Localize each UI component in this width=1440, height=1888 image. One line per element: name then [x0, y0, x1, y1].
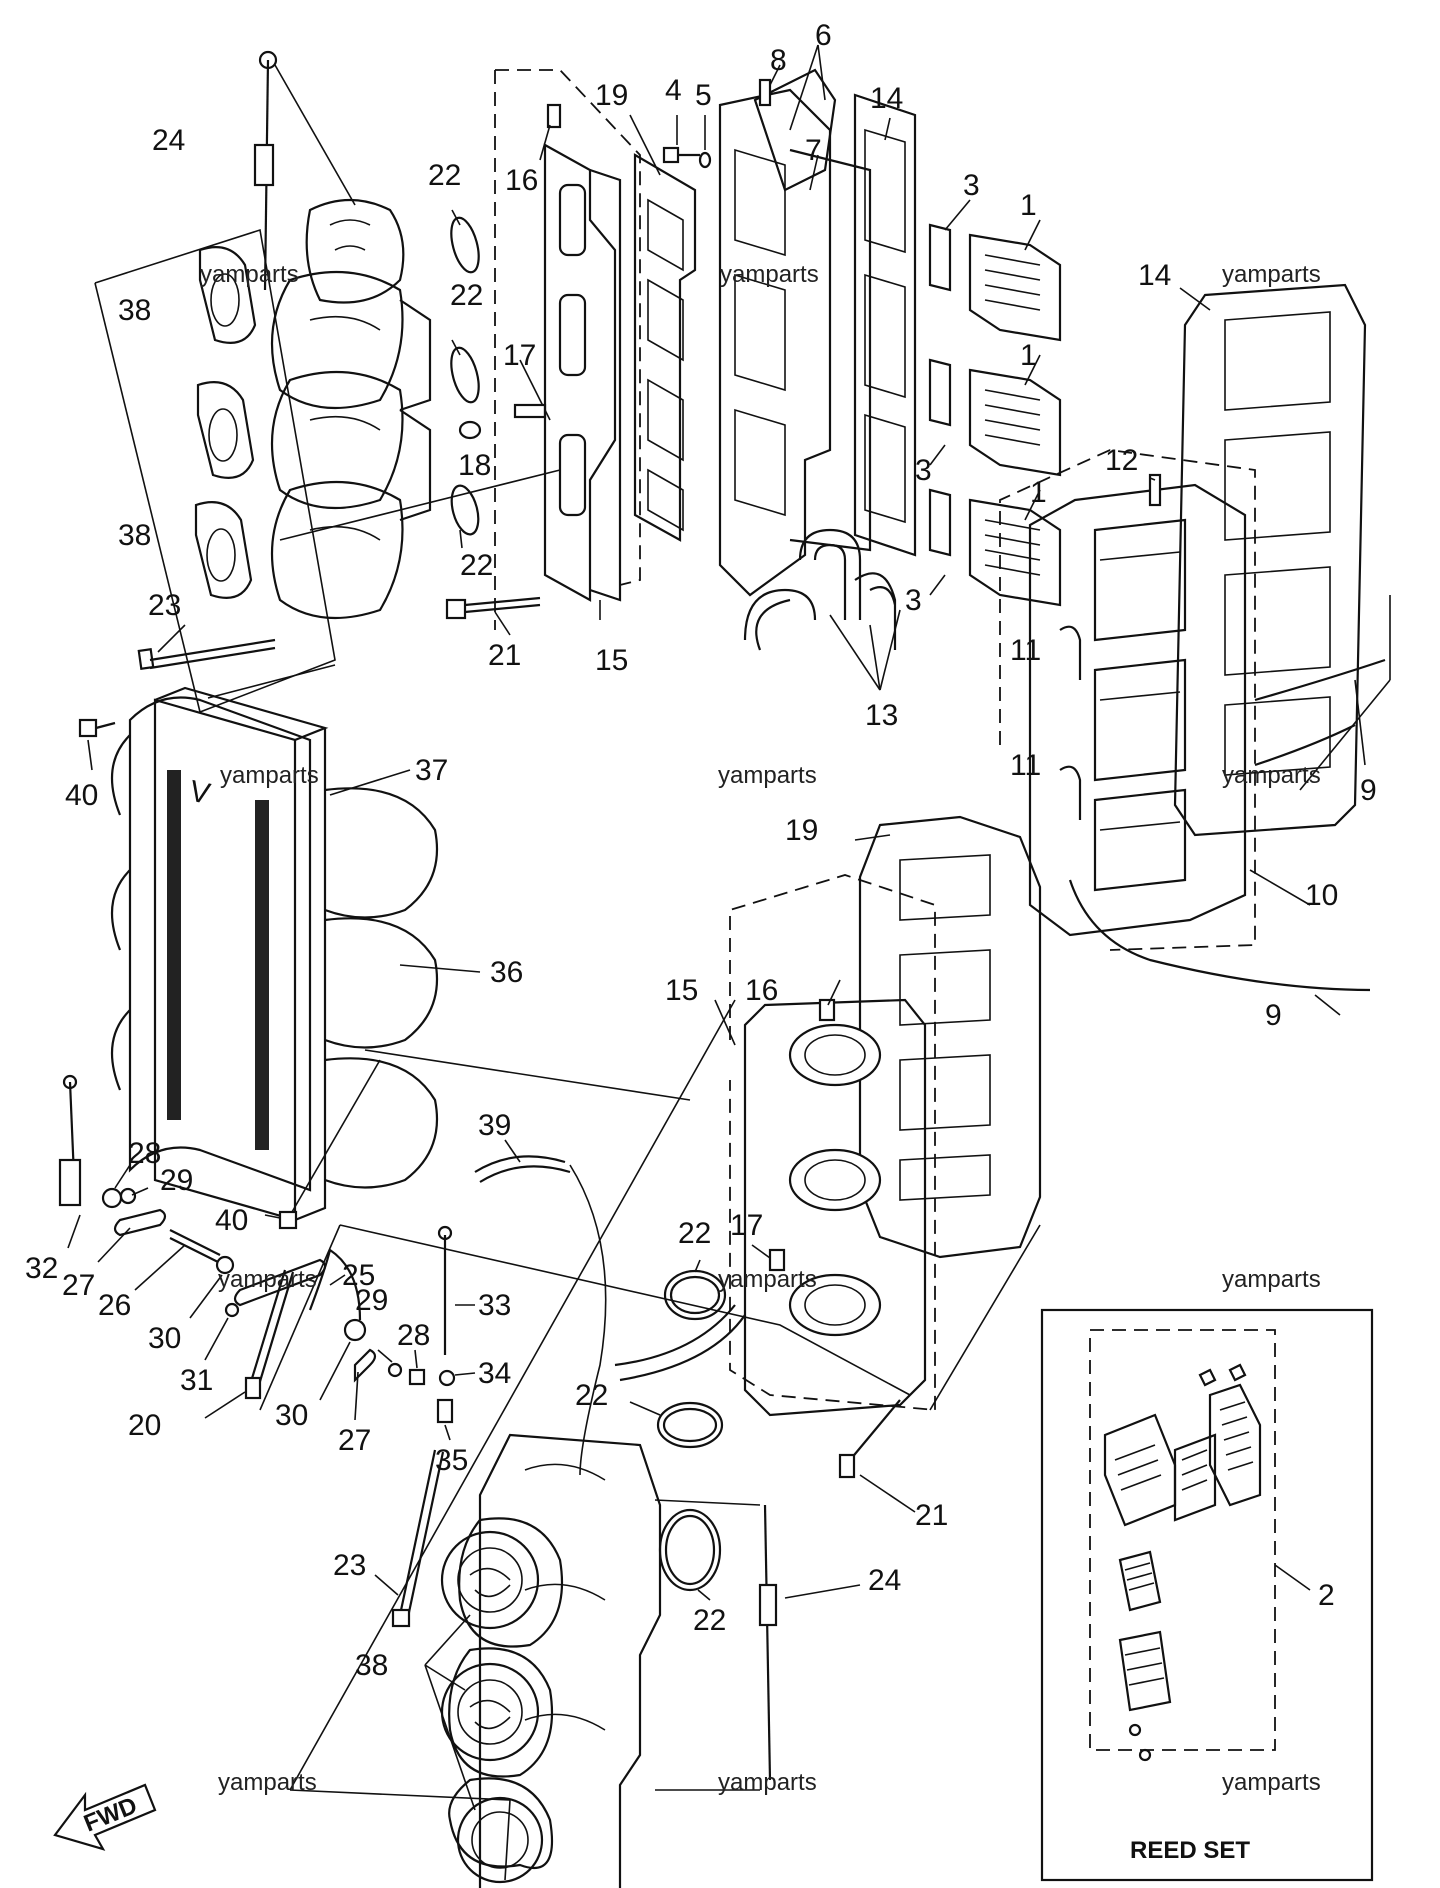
callout-38: 38 [118, 519, 151, 552]
callout-35: 35 [435, 1444, 468, 1477]
watermark-text: yamparts [220, 762, 319, 789]
callout-22: 22 [678, 1217, 711, 1250]
callout-13: 13 [865, 699, 898, 732]
callout-12: 12 [1105, 444, 1138, 477]
callout-4: 4 [665, 74, 682, 107]
callout-23: 23 [333, 1549, 366, 1582]
watermark-text: yamparts [1222, 1769, 1321, 1796]
callout-22: 22 [450, 279, 483, 312]
callout-15: 15 [665, 974, 698, 1007]
upper-gasket-19 [629, 114, 697, 542]
silencer-logo-text: V [187, 775, 213, 811]
callout-17: 17 [503, 339, 536, 372]
callout-27: 27 [338, 1424, 371, 1457]
callout-33: 33 [478, 1289, 511, 1322]
callout-24: 24 [152, 124, 185, 157]
upper-gasket-14 [853, 93, 917, 557]
callout-38: 38 [118, 294, 151, 327]
callout-22: 22 [460, 549, 493, 582]
reed-block-group [999, 449, 1391, 1016]
callout-21: 21 [488, 639, 521, 672]
callout-40: 40 [65, 779, 98, 812]
callout-18: 18 [458, 449, 491, 482]
callout-22: 22 [428, 159, 461, 192]
callout-22: 22 [693, 1604, 726, 1637]
callout-26: 26 [98, 1289, 131, 1322]
watermark-text: yamparts [1222, 1266, 1321, 1293]
callout-11: 11 [1010, 634, 1041, 667]
callout-37: 37 [415, 754, 448, 787]
intake-silencer-group: V [78, 664, 691, 1230]
callout-20: 20 [128, 1409, 161, 1442]
reed-set-box: REED SET [1040, 1308, 1374, 1882]
callout-16: 16 [505, 164, 538, 197]
callout-23: 23 [148, 589, 181, 622]
callout-7: 7 [805, 134, 822, 167]
callout-11: 11 [1010, 749, 1041, 782]
callout-1: 1 [1020, 189, 1037, 222]
callout-6: 6 [815, 19, 832, 52]
callout-38: 38 [355, 1649, 388, 1682]
callout-10: 10 [1305, 879, 1338, 912]
callout-25: 25 [342, 1259, 375, 1292]
callout-22: 22 [575, 1379, 608, 1412]
callout-14: 14 [1138, 259, 1171, 292]
callout-39: 39 [478, 1109, 511, 1142]
right-gasket-14 [1173, 283, 1367, 837]
watermark-text: yamparts [1222, 261, 1321, 288]
callout-19: 19 [785, 814, 818, 847]
fwd-arrow: FWD [53, 1783, 157, 1851]
callout-2: 2 [1318, 1579, 1335, 1612]
callout-14: 14 [870, 82, 903, 115]
lower-plate-group [614, 815, 1042, 1601]
upper-carb-plate-group [494, 69, 641, 630]
callout-30: 30 [275, 1399, 308, 1432]
callout-29: 29 [160, 1164, 193, 1197]
callout-8: 8 [770, 44, 787, 77]
callout-21: 21 [915, 1499, 948, 1532]
callout-32: 32 [25, 1252, 58, 1285]
callout-1: 1 [1030, 476, 1047, 509]
callout-3: 3 [915, 454, 932, 487]
callout-40: 40 [215, 1204, 248, 1237]
callout-17: 17 [730, 1209, 763, 1242]
callout-5: 5 [695, 79, 712, 112]
callout-29: 29 [355, 1284, 388, 1317]
callout-19: 19 [595, 79, 628, 112]
reed-valve-plate-group [662, 44, 901, 691]
callout-15: 15 [595, 644, 628, 677]
callout-16: 16 [745, 974, 778, 1007]
callout-31: 31 [180, 1364, 213, 1397]
callout-1: 1 [1020, 339, 1037, 372]
callout-36: 36 [490, 956, 523, 989]
watermark-text: yamparts [218, 1769, 317, 1796]
watermark-text: yamparts [1222, 762, 1321, 789]
callout-28: 28 [397, 1319, 430, 1352]
reed-set-label: REED SET [1130, 1837, 1250, 1864]
watermark-text: yamparts [718, 1769, 817, 1796]
callout-9: 9 [1360, 774, 1377, 807]
callout-27: 27 [62, 1269, 95, 1302]
watermark-text: yamparts [218, 1266, 317, 1293]
linkage-group [58, 1074, 911, 1476]
watermarks: yamparts yamparts yamparts yamparts yamp… [200, 261, 1321, 1796]
watermark-text: yamparts [718, 1266, 817, 1293]
callout-28: 28 [128, 1137, 161, 1170]
upper-cylinder-group [94, 50, 561, 713]
callout-24: 24 [868, 1564, 901, 1597]
callout-3: 3 [963, 169, 980, 202]
callout-9: 9 [1265, 999, 1282, 1032]
reed-assemblies [928, 199, 1062, 607]
watermark-text: yamparts [718, 762, 817, 789]
callout-34: 34 [478, 1357, 511, 1390]
callout-30: 30 [148, 1322, 181, 1355]
callout-labels: 1 1 1 2 3 3 3 4 5 6 7 8 9 9 10 11 11 12 … [25, 19, 1377, 1682]
watermark-text: yamparts [720, 261, 819, 288]
lower-cylinder-group [289, 999, 861, 1888]
callout-3: 3 [905, 584, 922, 617]
watermark-text: yamparts [200, 261, 299, 288]
